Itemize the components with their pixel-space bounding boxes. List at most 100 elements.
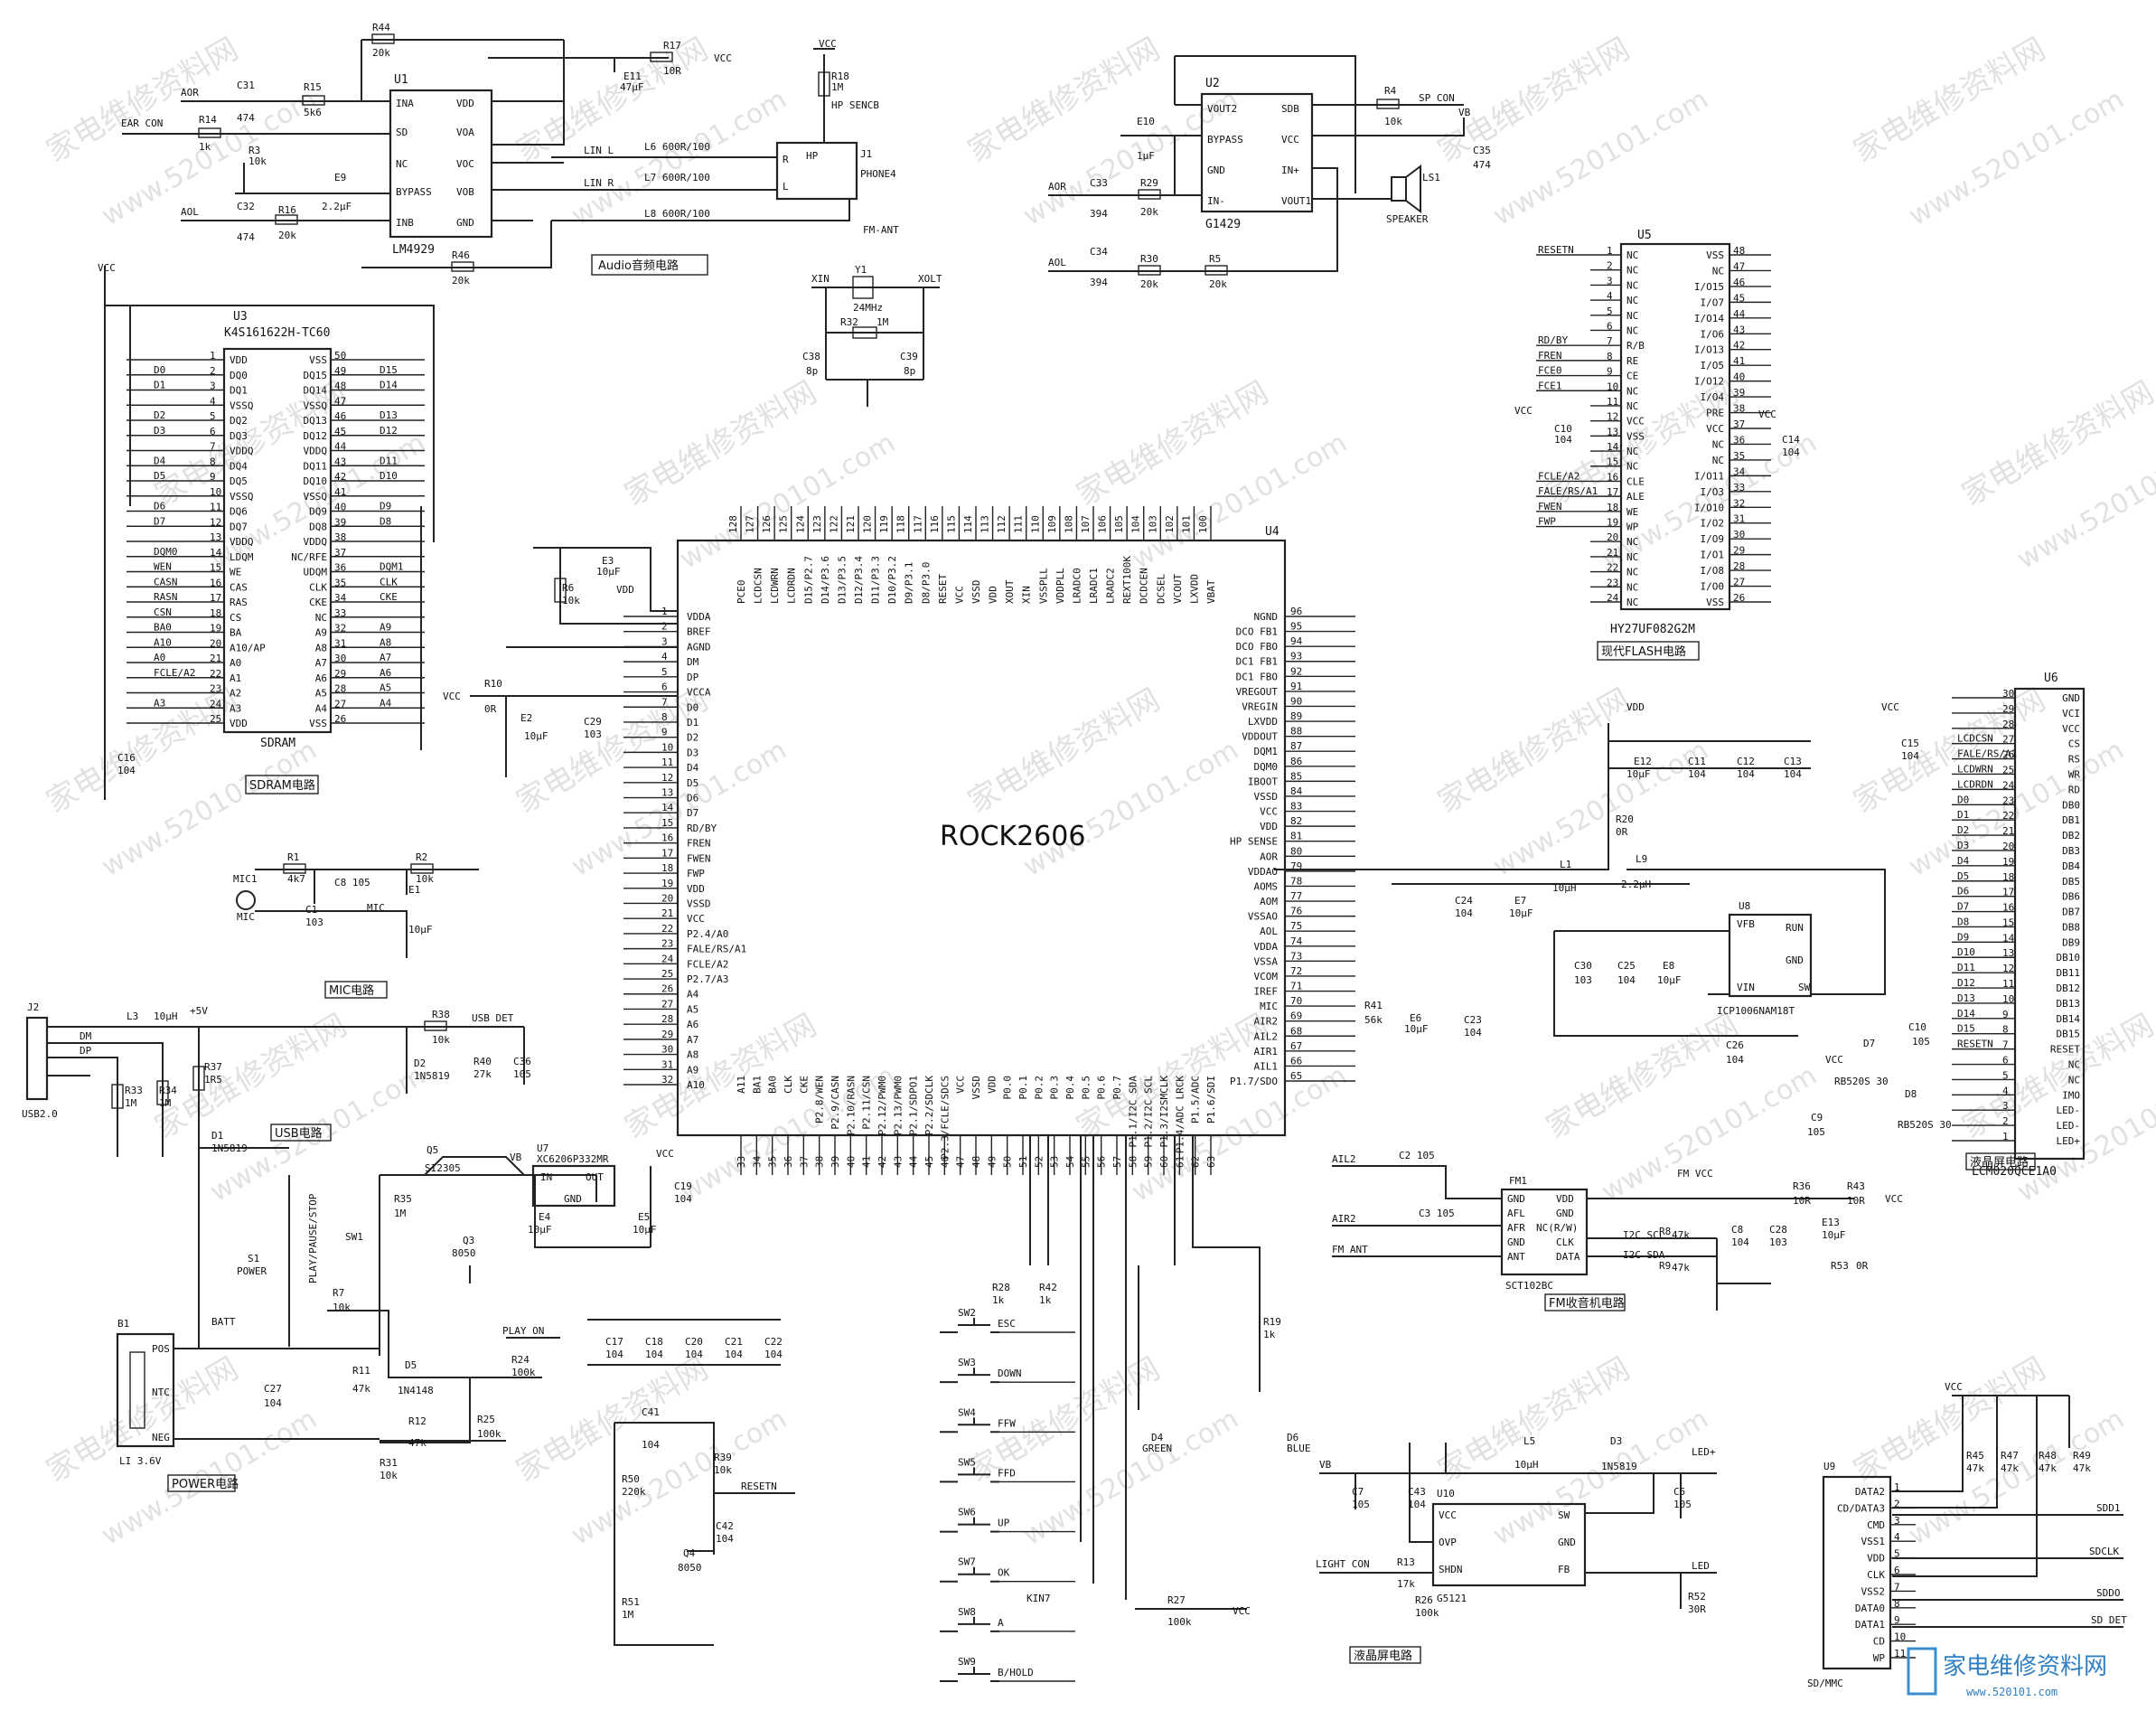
svg-text:L6 600R/100: L6 600R/100 bbox=[644, 141, 710, 153]
sdram-pin-number: 36 bbox=[334, 562, 346, 574]
flash-net: FCE1 bbox=[1538, 380, 1562, 391]
svg-text:R15: R15 bbox=[304, 81, 322, 93]
sdram-pin-label: BA bbox=[230, 627, 242, 639]
svg-text:RUN: RUN bbox=[1786, 922, 1804, 934]
chip-pin-number: 52 bbox=[1033, 1156, 1045, 1168]
chip-pin-label: LRADC0 bbox=[1071, 568, 1083, 604]
flash-pin-number: 18 bbox=[1607, 502, 1618, 513]
svg-text:VB: VB bbox=[1458, 107, 1471, 118]
svg-text:AOL: AOL bbox=[181, 206, 199, 218]
lcd-pin-number: 1 bbox=[2002, 1131, 2009, 1142]
sdram-pin-label: DQ0 bbox=[230, 370, 248, 381]
chip-pin-number: 9 bbox=[661, 727, 668, 738]
chip-pin-label: FREN bbox=[687, 838, 711, 850]
sd-pin-number: 9 bbox=[1894, 1614, 1900, 1626]
svg-text:104: 104 bbox=[1408, 1499, 1426, 1510]
lcd-pin-number: 23 bbox=[2002, 794, 2014, 806]
svg-text:FM VCC: FM VCC bbox=[1677, 1168, 1713, 1180]
lcd-pin-label: DB15 bbox=[2057, 1029, 2081, 1040]
flash-pin-number: 28 bbox=[1733, 560, 1745, 572]
key-ref: SW5 bbox=[958, 1456, 976, 1468]
lcd-pin-label: DB13 bbox=[2057, 998, 2081, 1010]
chip-pin-label: P2.9/CASN bbox=[830, 1076, 841, 1130]
svg-text:E11: E11 bbox=[623, 71, 642, 82]
chip-pin-number: 104 bbox=[1130, 515, 1142, 533]
chip-pin-label: A10 bbox=[687, 1079, 705, 1091]
sdram-pin-label: A10/AP bbox=[230, 642, 266, 653]
sd-pin-number: 6 bbox=[1894, 1565, 1900, 1576]
chip-pin-number: 23 bbox=[661, 938, 673, 950]
svg-text:1M: 1M bbox=[622, 1609, 634, 1621]
svg-text:104: 104 bbox=[725, 1349, 743, 1360]
sdram-pin-label: VSSQ bbox=[230, 491, 254, 503]
flash-net: RD/BY bbox=[1538, 334, 1568, 346]
chip-pin-label: DQM1 bbox=[1254, 746, 1279, 757]
lcd-net: D5 bbox=[1957, 870, 1969, 882]
svg-text:SDCLK: SDCLK bbox=[2089, 1546, 2119, 1557]
chip-pin-number: 82 bbox=[1290, 815, 1302, 827]
svg-text:R36: R36 bbox=[1793, 1180, 1811, 1192]
lcd-pin-label: LED+ bbox=[2057, 1135, 2081, 1147]
svg-text:10μF: 10μF bbox=[1626, 768, 1651, 780]
chip-pin-number: 37 bbox=[798, 1156, 810, 1168]
svg-text:R24: R24 bbox=[511, 1354, 530, 1366]
svg-text:C21: C21 bbox=[725, 1336, 743, 1348]
lcd-pin-number: 28 bbox=[2002, 719, 2014, 730]
chip-pin-number: 32 bbox=[661, 1074, 673, 1086]
svg-text:VDD: VDD bbox=[1556, 1193, 1574, 1205]
lcd-pin-label: DB8 bbox=[2062, 921, 2080, 933]
chip-pin-label: XOUT bbox=[1004, 579, 1016, 604]
svg-text:1N4148: 1N4148 bbox=[398, 1385, 434, 1396]
svg-text:OVP: OVP bbox=[1439, 1537, 1457, 1548]
svg-text:DM: DM bbox=[80, 1030, 92, 1042]
svg-text:105: 105 bbox=[1352, 1499, 1370, 1510]
sdram-net: D8 bbox=[380, 515, 391, 527]
sdram-pin-label: DQ14 bbox=[304, 385, 328, 397]
lcd-pin-number: 25 bbox=[2002, 764, 2014, 776]
lcd-pin-number: 21 bbox=[2002, 825, 2014, 837]
chip-pin-label: CKE bbox=[798, 1076, 810, 1094]
chip-pin-label: D7 bbox=[687, 807, 698, 819]
sdram-pin-label: CAS bbox=[230, 581, 248, 593]
svg-text:C25: C25 bbox=[1617, 960, 1636, 972]
svg-text:C10: C10 bbox=[1908, 1021, 1926, 1033]
flash-pin-label: NC bbox=[1626, 446, 1638, 457]
svg-text:家电维修资料网: 家电维修资料网 bbox=[1943, 1653, 2107, 1680]
svg-text:R12: R12 bbox=[408, 1415, 427, 1427]
flash-pin-label: WE bbox=[1626, 506, 1638, 518]
svg-text:CLK: CLK bbox=[1556, 1236, 1574, 1248]
svg-text:R33: R33 bbox=[125, 1085, 143, 1096]
sdram-pin-number: 16 bbox=[210, 577, 221, 588]
flash-pin-label: I/O6 bbox=[1701, 328, 1725, 340]
svg-text:10μF: 10μF bbox=[524, 730, 548, 742]
flash-pin-number: 4 bbox=[1607, 290, 1613, 302]
lcd-pin-label: WR bbox=[2068, 768, 2081, 780]
svg-text:103: 103 bbox=[584, 729, 602, 740]
chip-pin-number: 57 bbox=[1111, 1156, 1123, 1168]
chip-pin-label: BA1 bbox=[751, 1076, 763, 1094]
svg-text:2.2μF: 2.2μF bbox=[322, 201, 352, 212]
chip-pin-number: 34 bbox=[751, 1155, 763, 1168]
chip-pin-number: 123 bbox=[811, 515, 823, 533]
svg-text:MIC: MIC bbox=[367, 902, 385, 914]
svg-text:D7: D7 bbox=[1863, 1038, 1875, 1049]
svg-text:AOR: AOR bbox=[1048, 181, 1066, 193]
main-chip-name: ROCK2606 bbox=[940, 821, 1085, 852]
lcd-pin-label: RS bbox=[2068, 754, 2080, 766]
flash-pin-label: I/O11 bbox=[1694, 470, 1724, 482]
key-label: DOWN bbox=[998, 1368, 1022, 1379]
chip-pin-number: 90 bbox=[1290, 695, 1302, 707]
chip-pins-bottom: A1133BA134BA035CLK36CKE37P2.8/WEN38P2.9/… bbox=[736, 1076, 1217, 1175]
svg-text:C10: C10 bbox=[1554, 423, 1572, 435]
svg-text:1μF: 1μF bbox=[1137, 150, 1155, 162]
svg-text:MIC电路: MIC电路 bbox=[329, 983, 374, 998]
